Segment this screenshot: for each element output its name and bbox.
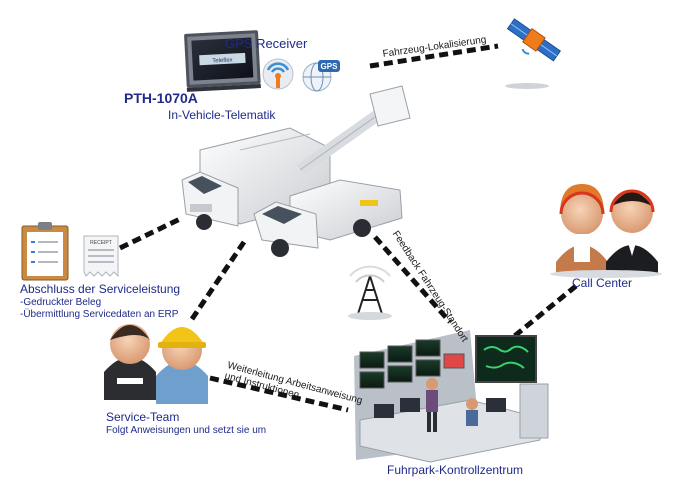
van-truck-icon [181, 127, 331, 230]
satellite-shadow [505, 83, 549, 89]
service-completion-item-2: -Übermittlung Servicedaten an ERP [20, 309, 179, 320]
bucket-truck-icon [253, 85, 411, 257]
call-center-title: Call Center [572, 276, 633, 290]
connector-gps-satellite [369, 43, 499, 69]
service-technician-icon [104, 324, 156, 400]
connector-team-control [209, 375, 349, 413]
clipboard-icon [21, 222, 69, 281]
service-completion-item-1: -Gedruckter Beleg [20, 297, 102, 308]
cell-tower-icon [348, 265, 392, 320]
service-worker-hardhat-icon [156, 327, 208, 404]
svg-text:RECEIPT: RECEIPT [90, 240, 112, 246]
connector-callcenter-control [510, 284, 578, 340]
gps-antenna-icon [262, 58, 294, 90]
control-center-title: Fuhrpark-Kontrollzentrum [387, 463, 524, 477]
world-map-monitor [475, 335, 537, 383]
svg-text:Teleflex: Teleflex [212, 57, 233, 64]
device-subtitle-label: In-Vehicle-Telematik [168, 108, 276, 122]
connectors [118, 43, 578, 413]
gps-globe-icon: GPS [302, 60, 340, 92]
video-wall [359, 339, 465, 389]
call-center-agent-male-icon [606, 189, 658, 274]
service-team-subtitle: Folgt Anweisungen und setzt sie um [106, 425, 267, 436]
operator-seated-icon [466, 398, 478, 426]
call-center-agent-female-icon [556, 184, 608, 274]
connector-trucks-team [187, 240, 247, 324]
pth-1070a-device: Teleflex [184, 30, 261, 92]
service-completion-title: Abschluss der Serviceleistung [20, 282, 181, 296]
operator-standing-icon [426, 378, 438, 432]
device-name-label: PTH-1070A [124, 90, 198, 106]
satellite-icon [506, 18, 562, 62]
control-center-room [354, 330, 549, 463]
gps-receiver-label: GPS Receiver [225, 36, 308, 51]
service-team-title: Service-Team [106, 410, 180, 424]
connector-trucks-completion [118, 215, 184, 251]
connector-trucks-control [373, 235, 452, 324]
receipt-icon: RECEIPT [83, 235, 119, 278]
svg-text:GPS: GPS [321, 62, 339, 71]
call-center-floor-shadow [550, 270, 662, 278]
